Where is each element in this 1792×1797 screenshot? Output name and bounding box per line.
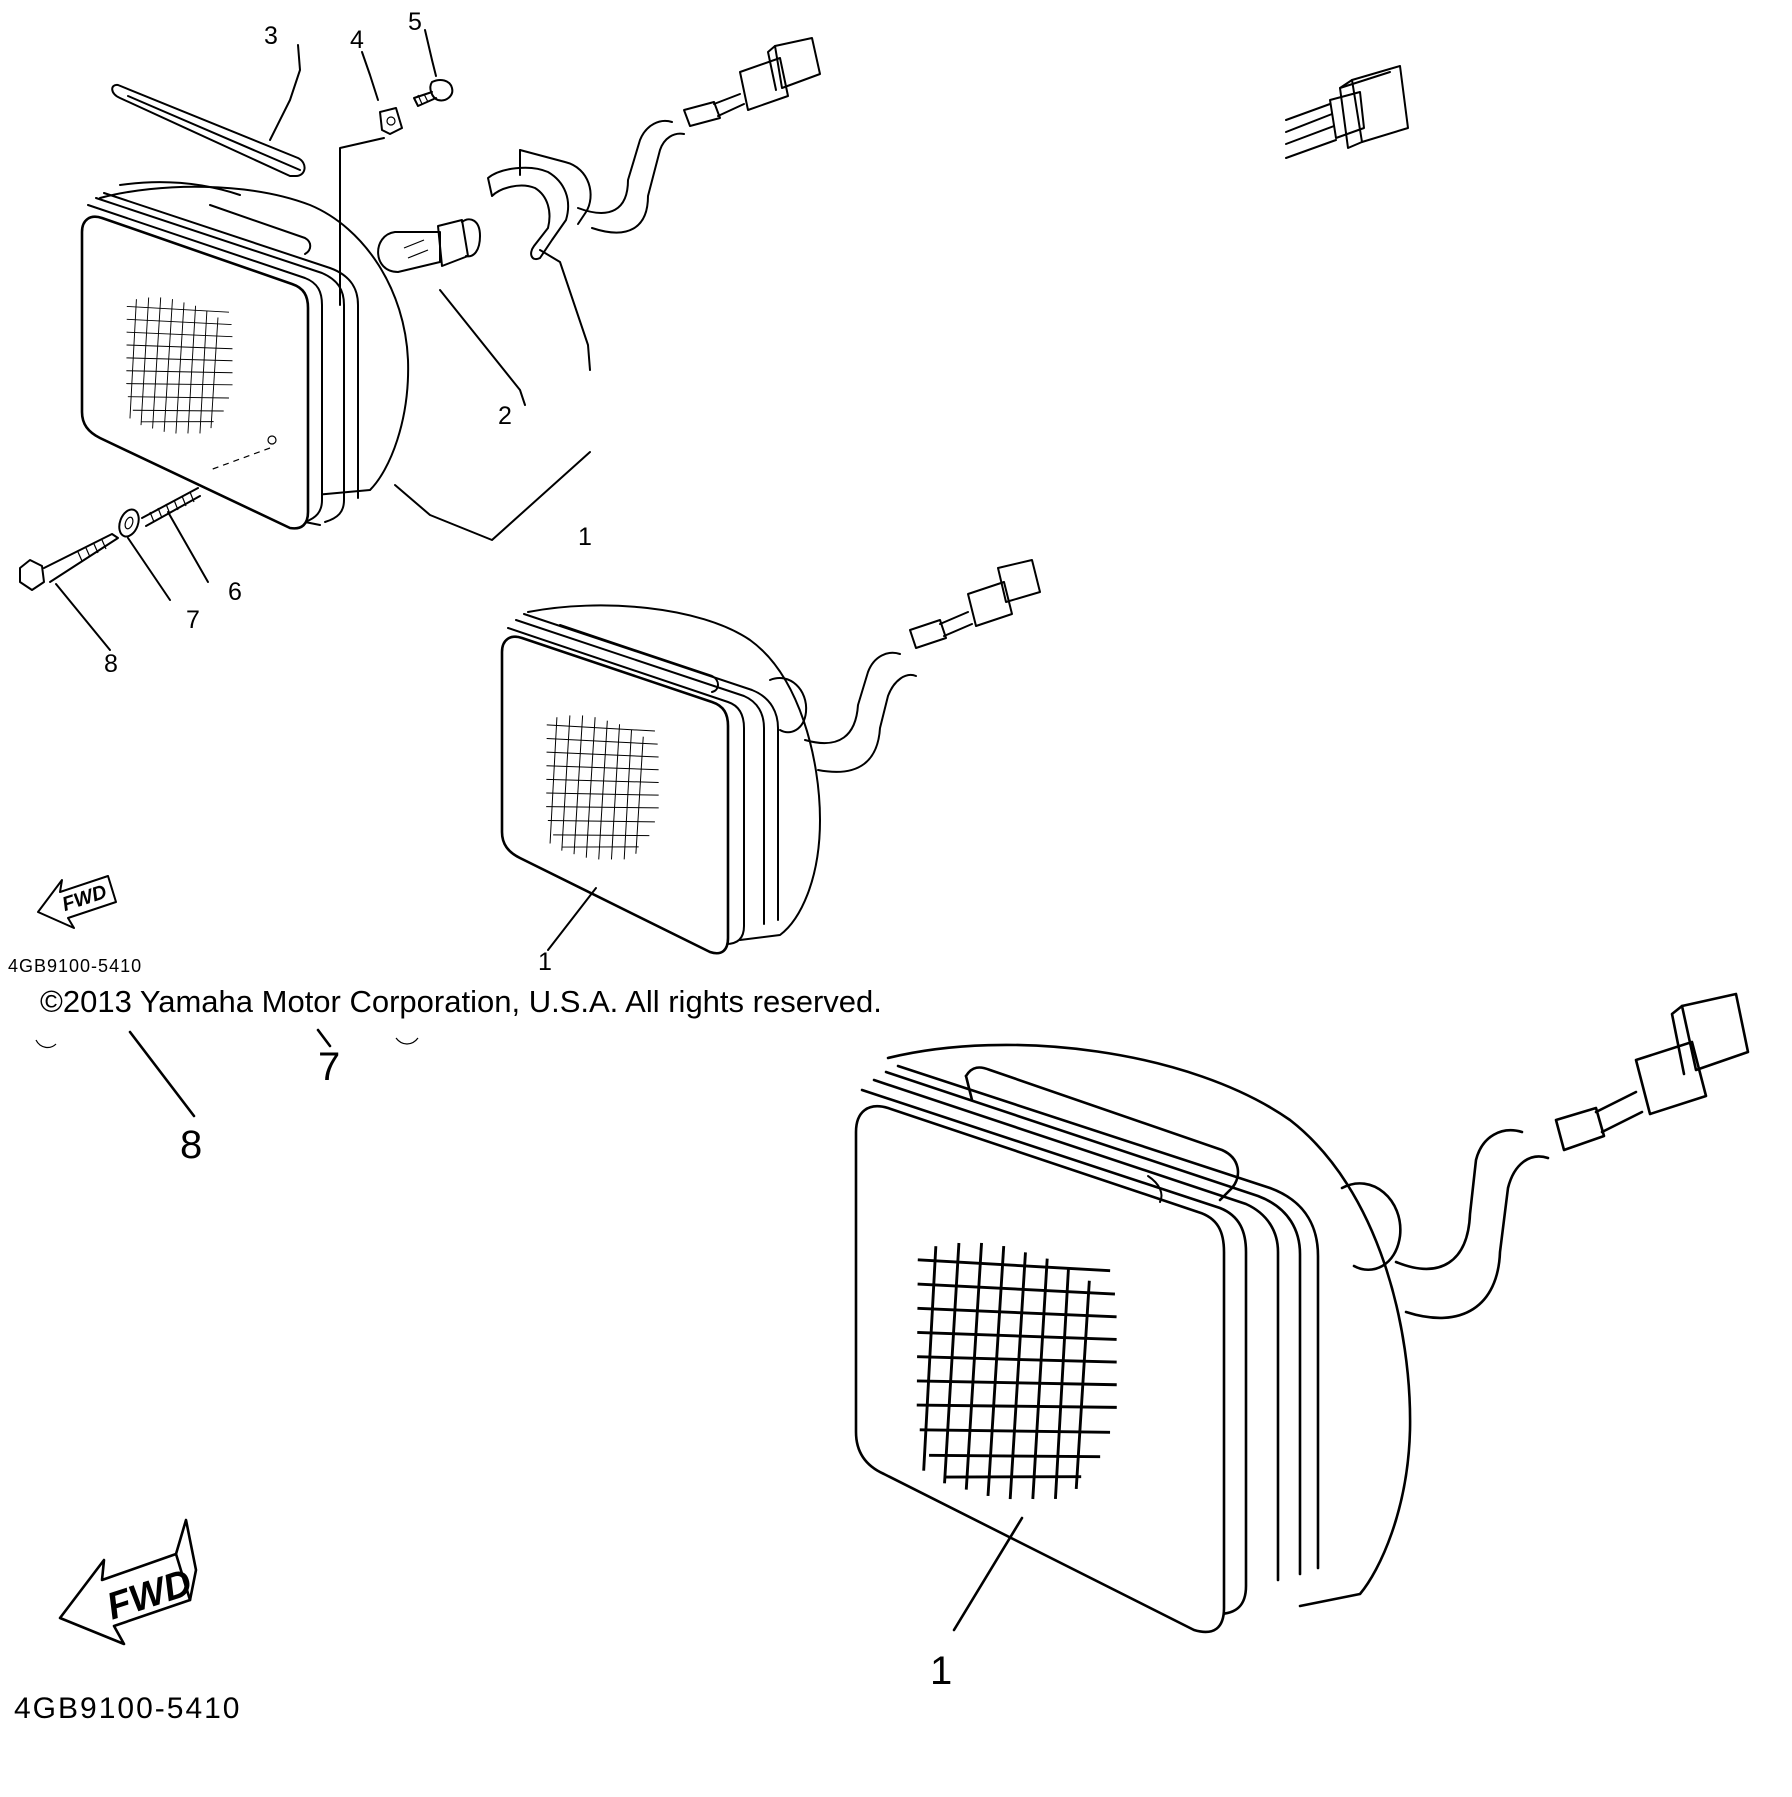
fwd-arrow-small: FWD [37, 875, 117, 929]
part-3-trim-strip [111, 83, 306, 177]
part-2-bulb [377, 218, 481, 273]
label-part-6: 6 [228, 578, 242, 606]
leader-part-7-large [316, 1028, 332, 1048]
part-code-small: 4GB9100-5410 [8, 956, 142, 976]
label-part-1-large: 1 [930, 1649, 952, 1693]
label-part-2: 2 [498, 402, 512, 430]
part-4-clip-nut [339, 107, 403, 306]
label-part-5: 5 [408, 8, 422, 36]
bulb-socket [487, 149, 592, 260]
exploded-view-headlight: 1 2 3 4 5 6 7 8 [19, 8, 821, 678]
label-part-1: 1 [578, 523, 592, 551]
label-part-3: 3 [264, 22, 278, 50]
part-6-spring [141, 487, 209, 583]
connector-detail [1285, 65, 1409, 159]
label-part-7: 7 [186, 606, 200, 634]
copyright-notice: ©2013 Yamaha Motor Corporation, U.S.A. A… [40, 984, 882, 1019]
label-part-8: 8 [104, 650, 118, 678]
leader-part-8-large [128, 1030, 196, 1118]
part-7-washer [118, 508, 171, 601]
label-part-7-large: 7 [318, 1045, 340, 1089]
assembled-headlight-large [854, 992, 1750, 1634]
fwd-arrow-large: FWD [58, 1518, 198, 1646]
label-part-1-small: 1 [538, 948, 552, 976]
part-5-screw [413, 79, 454, 107]
label-part-8-large: 8 [180, 1123, 202, 1167]
wire-harness-exploded [577, 37, 821, 234]
part-8-bolt [19, 533, 119, 651]
partial-circle-fragments [35, 1037, 419, 1049]
assembled-headlight-small: 1 [500, 559, 1041, 976]
label-part-4: 4 [350, 26, 364, 54]
part-code-large: 4GB9100-5410 [14, 1692, 242, 1725]
